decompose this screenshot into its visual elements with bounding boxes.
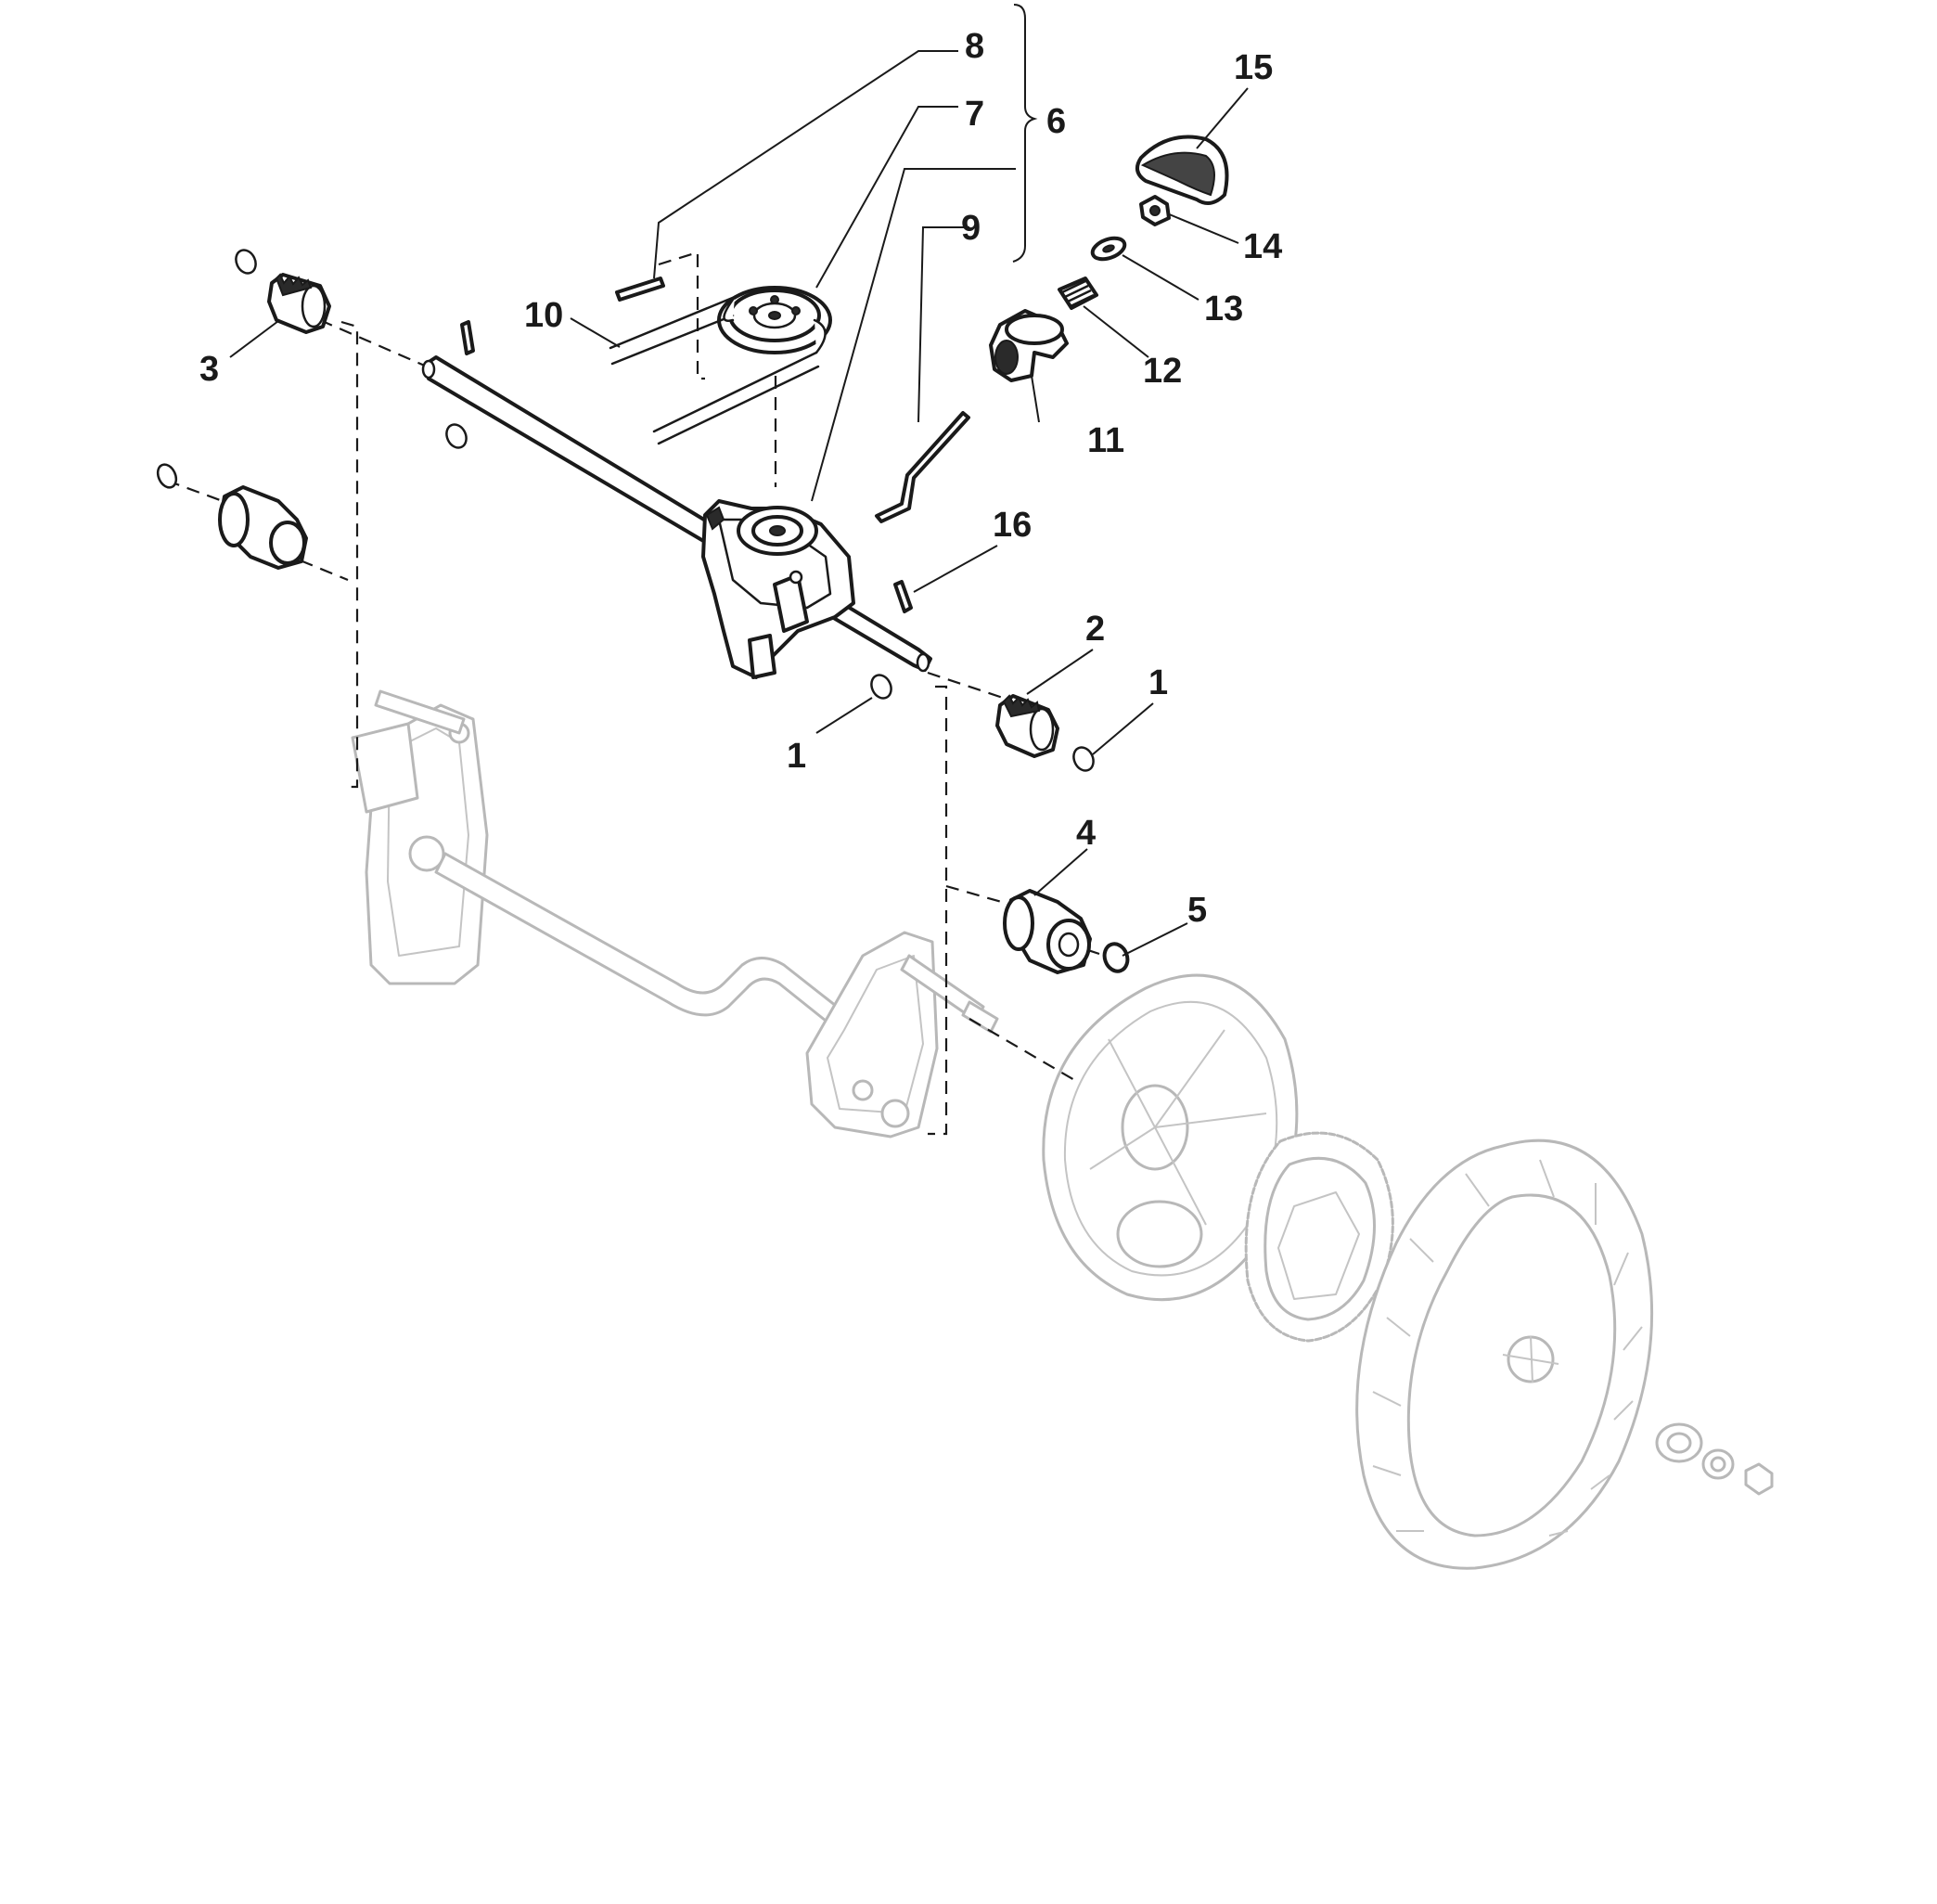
- spring[interactable]: [1058, 277, 1098, 310]
- callout-14: 14: [1243, 227, 1282, 266]
- callout-2: 2: [1085, 610, 1105, 649]
- circlip-left-top[interactable]: [232, 247, 259, 277]
- callout-1-right: 1: [1148, 663, 1168, 702]
- drive-shaft[interactable]: [421, 355, 932, 673]
- chassis-axle-ghost: [351, 689, 999, 1139]
- drive-gear-ghost: [1244, 1131, 1394, 1343]
- washer-right[interactable]: [1101, 941, 1132, 974]
- circlip-left-bottom[interactable]: [154, 461, 179, 490]
- wheel-bearing-nut-ghost: [1655, 1422, 1774, 1496]
- callout-10: 10: [524, 296, 563, 335]
- assembly-bracket: [1012, 4, 1038, 263]
- callout-9: 9: [961, 209, 981, 248]
- callout-numbers: 8 7 6 9 10 3 15 14 13 12 11 16 2 1 1 4 5: [199, 27, 1282, 930]
- callout-16: 16: [993, 506, 1032, 545]
- callout-13: 13: [1204, 289, 1243, 328]
- callout-4: 4: [1076, 814, 1096, 853]
- callout-7: 7: [965, 95, 984, 134]
- callout-1-left: 1: [787, 737, 806, 776]
- callout-15: 15: [1234, 48, 1273, 87]
- wheel-inner-hub-ghost: [1042, 973, 1299, 1302]
- axle-bushing-right[interactable]: [1003, 889, 1092, 974]
- leader-lines: [229, 50, 1249, 957]
- circlip-shaft-left[interactable]: [443, 421, 469, 451]
- circlip-shaft-right[interactable]: [867, 672, 894, 701]
- gearbox[interactable]: [701, 499, 855, 679]
- control-rod[interactable]: [875, 411, 970, 523]
- axle-bushing-left[interactable]: [218, 485, 308, 570]
- callout-11: 11: [1087, 421, 1124, 460]
- callout-5: 5: [1187, 891, 1207, 930]
- circlip-right[interactable]: [1070, 744, 1097, 774]
- washer-top[interactable]: [1090, 234, 1128, 263]
- wheel-tyre-ghost: [1355, 1139, 1654, 1570]
- knob-cap[interactable]: [1135, 135, 1229, 205]
- callout-12: 12: [1143, 352, 1182, 391]
- shaft-pin-right[interactable]: [893, 580, 913, 613]
- callout-6: 6: [1046, 102, 1066, 141]
- callout-3: 3: [199, 350, 219, 389]
- flanged-bush[interactable]: [989, 309, 1069, 382]
- nut[interactable]: [1139, 195, 1171, 226]
- pinion-gear-left[interactable]: [267, 273, 331, 334]
- pinion-gear-right[interactable]: [995, 694, 1059, 758]
- callout-8: 8: [965, 27, 984, 66]
- shaft-pin-left[interactable]: [460, 320, 475, 355]
- drive-belt[interactable]: [609, 295, 827, 445]
- pulley-key[interactable]: [615, 277, 665, 302]
